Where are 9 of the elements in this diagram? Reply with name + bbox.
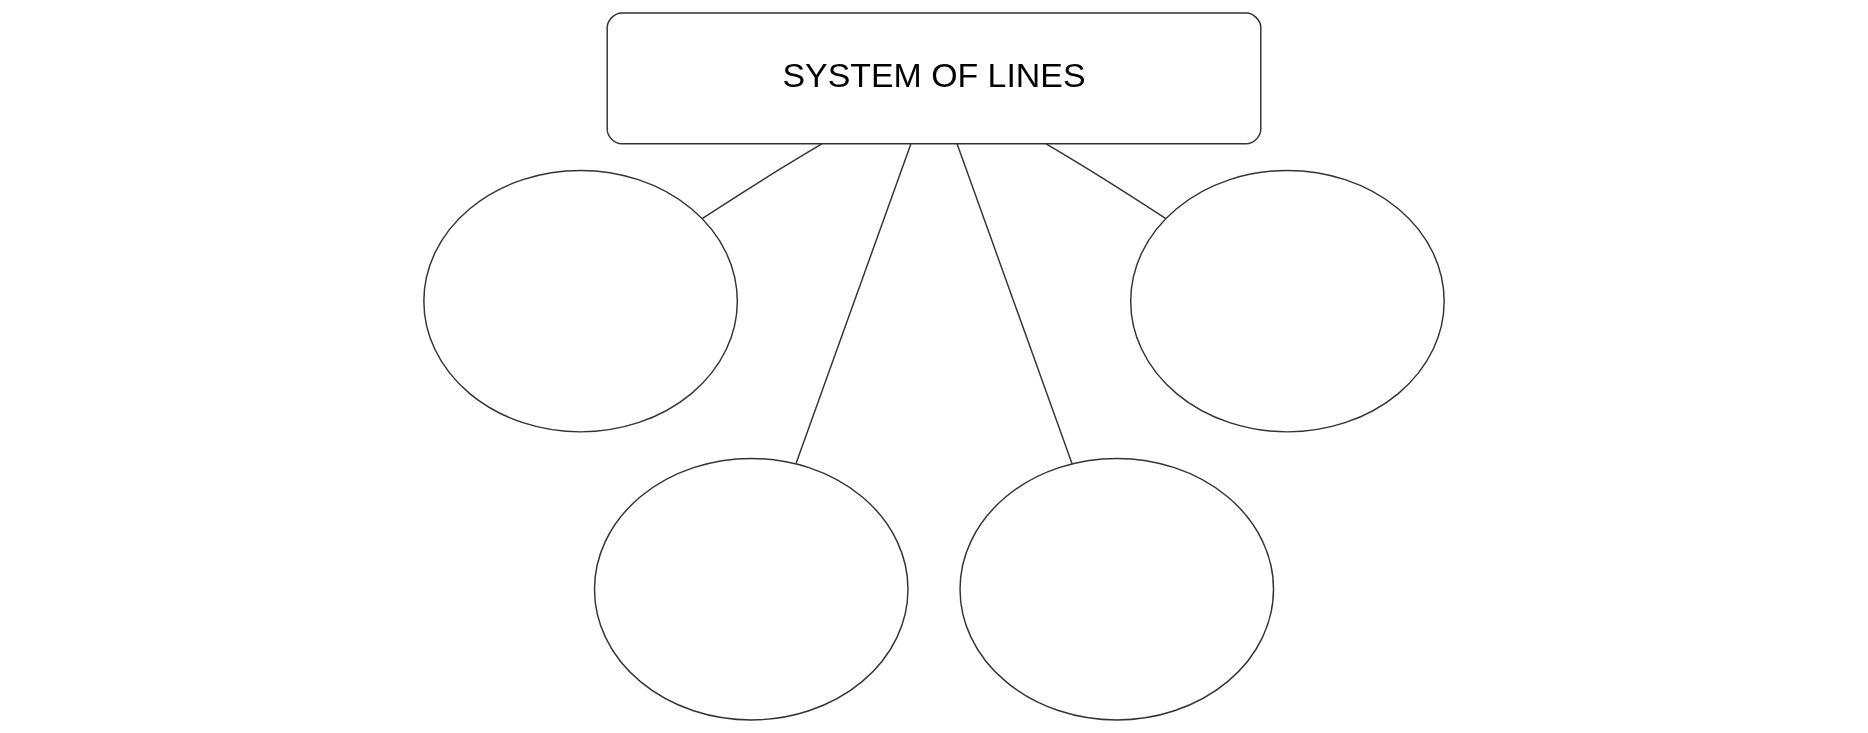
node-box: SYSTEM OF LINES <box>606 12 1262 145</box>
connector <box>701 143 823 220</box>
connector <box>1045 143 1167 220</box>
connector <box>795 143 912 465</box>
node-ellipse <box>959 457 1275 721</box>
node-ellipse <box>1129 169 1445 433</box>
connector <box>956 143 1073 465</box>
node-ellipse <box>593 457 909 721</box>
node-ellipse <box>423 169 739 433</box>
